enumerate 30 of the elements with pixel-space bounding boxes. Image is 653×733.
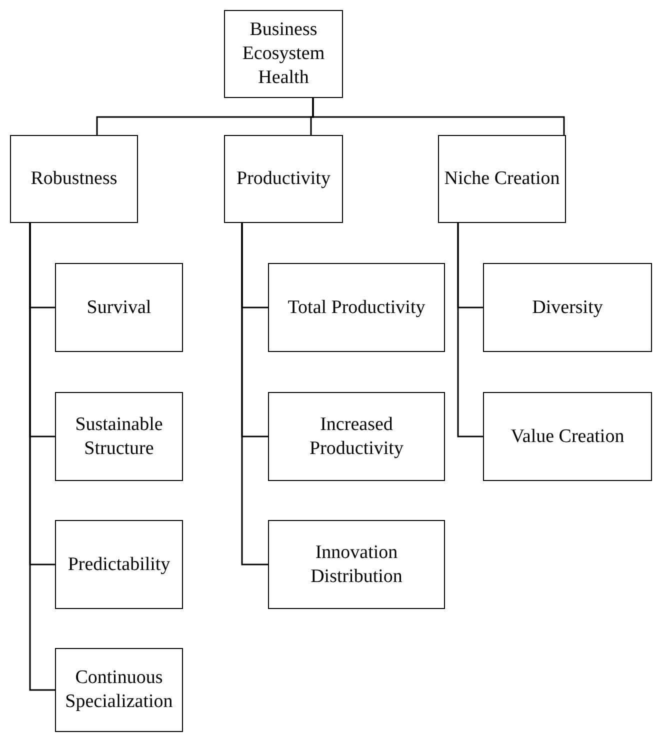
box-label: Innovation Distribution	[310, 540, 404, 588]
box-label: Continuous Specialization	[64, 666, 174, 714]
box-label: Sustainable Structure	[74, 412, 164, 460]
category-box	[55, 520, 183, 609]
category-box	[224, 10, 343, 98]
connector-line	[312, 98, 565, 135]
box-label: Diversity	[532, 296, 603, 320]
category-box	[483, 263, 652, 352]
category-box	[438, 135, 566, 223]
box-label: Survival	[86, 296, 152, 320]
category-box	[224, 135, 343, 223]
category-box	[55, 263, 183, 352]
connector-line	[457, 223, 483, 438]
box-label: Increased Productivity	[308, 412, 404, 460]
connector-line	[29, 223, 55, 691]
category-box	[483, 392, 652, 481]
box-label: Business Ecosystem Health	[241, 18, 326, 90]
category-box	[268, 263, 445, 352]
box-label: Productivity	[236, 167, 330, 191]
box-label: Total Productivity	[288, 296, 426, 320]
category-box	[55, 648, 183, 732]
connector-line	[241, 223, 268, 566]
category-box	[268, 520, 445, 609]
box-label: Robustness	[30, 167, 118, 191]
box-label: Niche Creation	[444, 167, 560, 191]
category-box	[268, 392, 445, 481]
box-label: Predictability	[68, 552, 170, 576]
category-box	[55, 392, 183, 481]
category-box	[10, 135, 138, 223]
box-label: Value Creation	[510, 424, 624, 448]
